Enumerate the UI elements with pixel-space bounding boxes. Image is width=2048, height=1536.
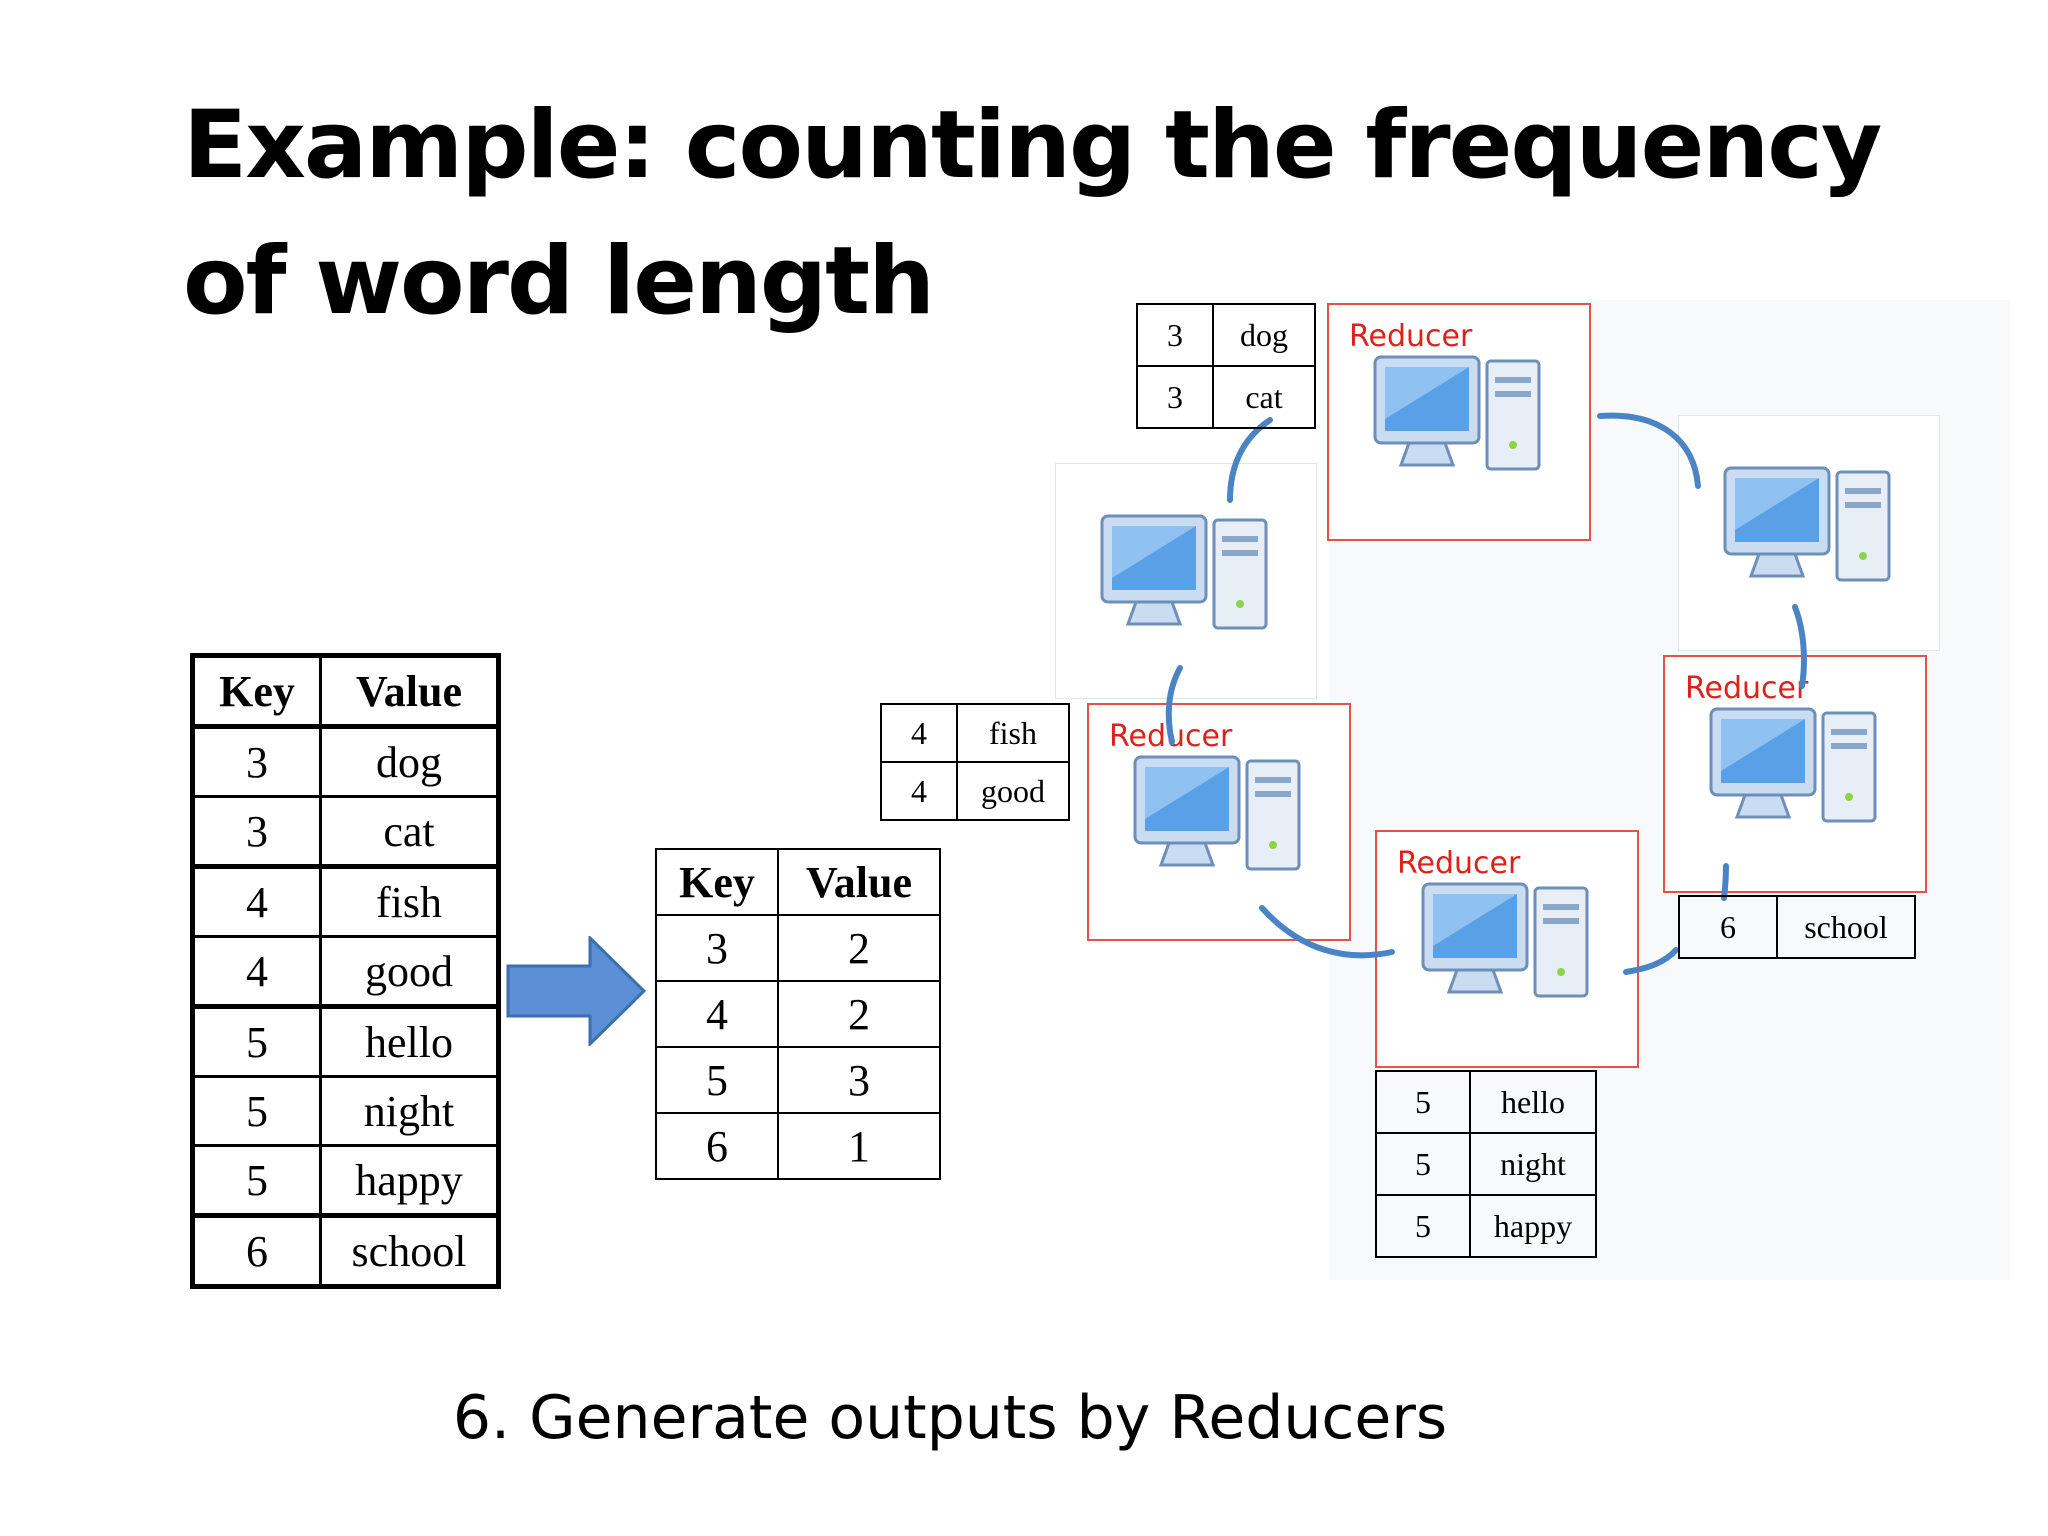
output-table-header-value: Value (777, 848, 941, 916)
input-value-cell: hello (319, 1004, 500, 1078)
table-row: 6 school (1678, 895, 1916, 959)
slide-caption: 6. Generate outputs by Reducers (452, 1383, 1448, 1453)
reducer-label: Reducer (1349, 319, 1473, 354)
input-key-cell: 3 (191, 795, 322, 868)
input-key-cell: 6 (191, 1213, 322, 1288)
table-row: 5 hello (191, 1004, 500, 1078)
value-cell: hello (1469, 1070, 1597, 1134)
key-cell: 3 (1136, 303, 1214, 367)
key-cell: 3 (1136, 365, 1214, 429)
value-cell: school (1776, 895, 1916, 959)
table-row: 3 dog (191, 724, 500, 798)
right-arrow-icon (506, 936, 646, 1046)
input-table-header-key: Key (191, 654, 322, 728)
input-key-value-table: Key Value 3 dog 3 cat 4 fish 4 good 5 he… (190, 653, 501, 1289)
key-cell: 5 (1375, 1132, 1471, 1196)
input-value-cell: fish (319, 864, 500, 938)
desktop-computer-icon (1709, 707, 1877, 823)
input-table-header-value: Value (319, 654, 500, 728)
input-key-cell: 5 (191, 1004, 322, 1078)
table-row: 5 hello (1375, 1070, 1597, 1134)
slide-title: Example: counting the frequency of word … (183, 91, 1882, 336)
table-row: 3 cat (191, 795, 500, 868)
output-key-value-table: Key Value 3 2 4 2 5 3 6 1 (655, 848, 941, 1180)
input-key-cell: 5 (191, 1144, 322, 1217)
output-key-cell: 5 (655, 1046, 779, 1114)
desktop-computer-icon (1100, 514, 1268, 630)
table-row: 3 2 (655, 914, 941, 982)
desktop-computer-icon (1421, 882, 1589, 998)
table-row: 6 school (191, 1213, 500, 1288)
input-value-cell: school (319, 1213, 500, 1288)
worker-node-right (1678, 415, 1940, 651)
key-cell: 4 (880, 703, 958, 763)
table-row: 4 fish (191, 864, 500, 938)
input-value-cell: cat (319, 795, 500, 868)
key-cell: 5 (1375, 1070, 1471, 1134)
output-table-header-key: Key (655, 848, 779, 916)
table-row: 6 1 (655, 1112, 941, 1180)
input-value-cell: good (319, 935, 500, 1008)
value-cell: happy (1469, 1194, 1597, 1258)
value-cell: good (956, 761, 1070, 821)
reducer-input-table-top: 3 dog 3 cat (1136, 303, 1316, 429)
input-key-cell: 4 (191, 935, 322, 1008)
value-cell: night (1469, 1132, 1597, 1196)
table-row: 3 dog (1136, 303, 1316, 367)
key-cell: 4 (880, 761, 958, 821)
key-cell: 5 (1375, 1194, 1471, 1258)
value-cell: dog (1212, 303, 1316, 367)
table-row: 5 night (191, 1075, 500, 1147)
desktop-computer-icon (1133, 755, 1301, 871)
input-key-cell: 5 (191, 1075, 322, 1147)
output-value-cell: 3 (777, 1046, 941, 1114)
reducer-node-top: Reducer (1327, 303, 1591, 541)
output-key-cell: 6 (655, 1112, 779, 1180)
output-key-cell: 4 (655, 980, 779, 1048)
desktop-computer-icon (1723, 466, 1891, 582)
reducer-label: Reducer (1397, 846, 1521, 881)
worker-node-left (1055, 463, 1317, 699)
table-row: 4 fish (880, 703, 1070, 763)
table-row: 3 cat (1136, 365, 1316, 429)
reducer-node-bottom: Reducer (1375, 830, 1639, 1068)
value-cell: cat (1212, 365, 1316, 429)
input-key-cell: 3 (191, 724, 322, 798)
table-row: 4 2 (655, 980, 941, 1048)
table-row: 5 3 (655, 1046, 941, 1114)
table-row: 5 happy (191, 1144, 500, 1217)
output-value-cell: 2 (777, 914, 941, 982)
table-row: 4 good (880, 761, 1070, 821)
reducer-input-table-left: 4 fish 4 good (880, 703, 1070, 821)
reducer-input-table-bottom: 5 hello 5 night 5 happy (1375, 1070, 1597, 1258)
key-cell: 6 (1678, 895, 1778, 959)
input-value-cell: dog (319, 724, 500, 798)
input-value-cell: happy (319, 1144, 500, 1217)
table-row: 5 happy (1375, 1194, 1597, 1258)
table-row: 4 good (191, 935, 500, 1008)
desktop-computer-icon (1373, 355, 1541, 471)
reducer-node-right: Reducer (1663, 655, 1927, 893)
output-value-cell: 1 (777, 1112, 941, 1180)
reducer-label: Reducer (1685, 671, 1809, 706)
output-key-cell: 3 (655, 914, 779, 982)
input-key-cell: 4 (191, 864, 322, 938)
reducer-input-table-right: 6 school (1678, 895, 1916, 959)
output-value-cell: 2 (777, 980, 941, 1048)
value-cell: fish (956, 703, 1070, 763)
input-value-cell: night (319, 1075, 500, 1147)
reducer-node-left: Reducer (1087, 703, 1351, 941)
table-row: 5 night (1375, 1132, 1597, 1196)
